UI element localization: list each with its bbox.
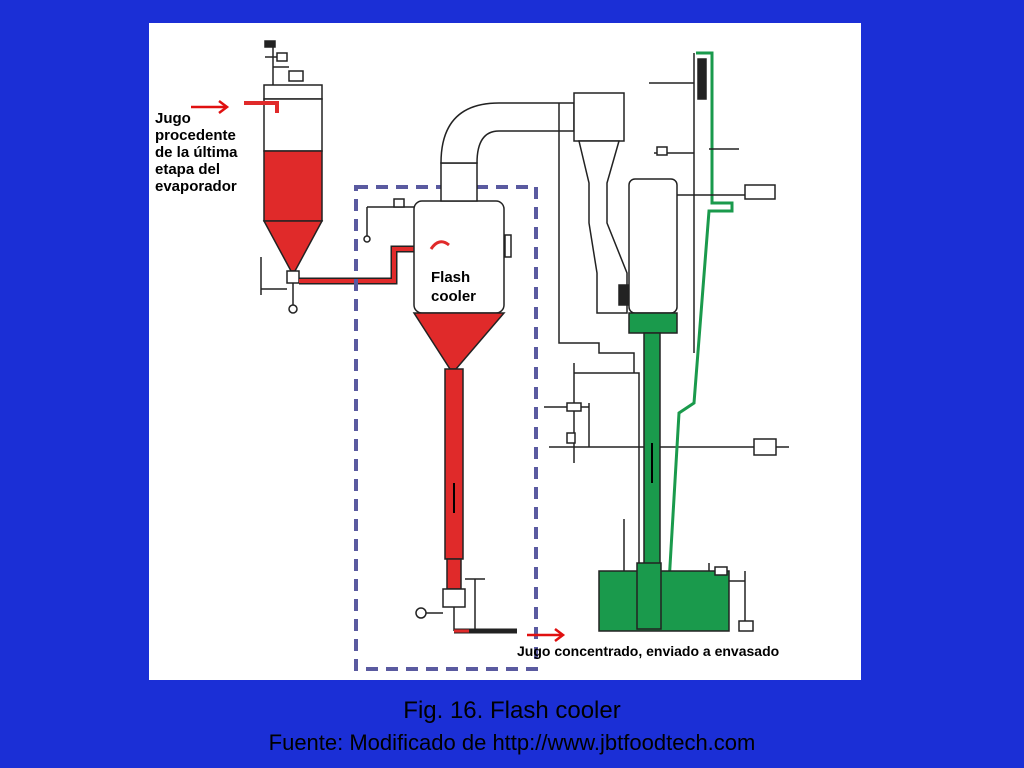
flash-cooler-vessel bbox=[412, 200, 506, 608]
diagram-panel: Jugo procedente de la última etapa del e… bbox=[149, 23, 861, 680]
product-outlet-arrow bbox=[527, 628, 566, 642]
hot-well-tank bbox=[598, 562, 754, 632]
feed-inlet-arrow bbox=[191, 100, 230, 114]
barometric-condenser bbox=[628, 178, 678, 566]
flash-spray-inlet bbox=[429, 240, 450, 250]
condenser-venturi bbox=[578, 140, 630, 314]
flash-cooler-discharge bbox=[415, 578, 517, 634]
feed-tank bbox=[262, 84, 324, 284]
cooling-water-line bbox=[667, 51, 734, 584]
vapour-duct bbox=[440, 92, 625, 202]
feed-tank-valves bbox=[264, 40, 304, 85]
feed-inlet-pipe bbox=[244, 101, 279, 113]
condenser-top-valves bbox=[649, 53, 745, 353]
figure-caption-source: Fuente: Modificado de http://www.jbtfood… bbox=[268, 730, 756, 755]
flash-cooler-diagram bbox=[191, 40, 789, 671]
juice-source-label: Jugo procedente de la última etapa del e… bbox=[155, 110, 238, 195]
line-instruments bbox=[566, 184, 777, 456]
figure-caption-title: Fig. 16. Flash cooler bbox=[403, 697, 621, 724]
feed-tank-bottom-valves bbox=[260, 257, 298, 314]
flash-cooler-instruments bbox=[363, 198, 512, 258]
flash-cooler-label: Flash cooler bbox=[431, 269, 477, 305]
utility-lines bbox=[544, 103, 789, 583]
concentrated-juice-label: Jugo concentrado, enviado a envasado bbox=[517, 643, 780, 659]
